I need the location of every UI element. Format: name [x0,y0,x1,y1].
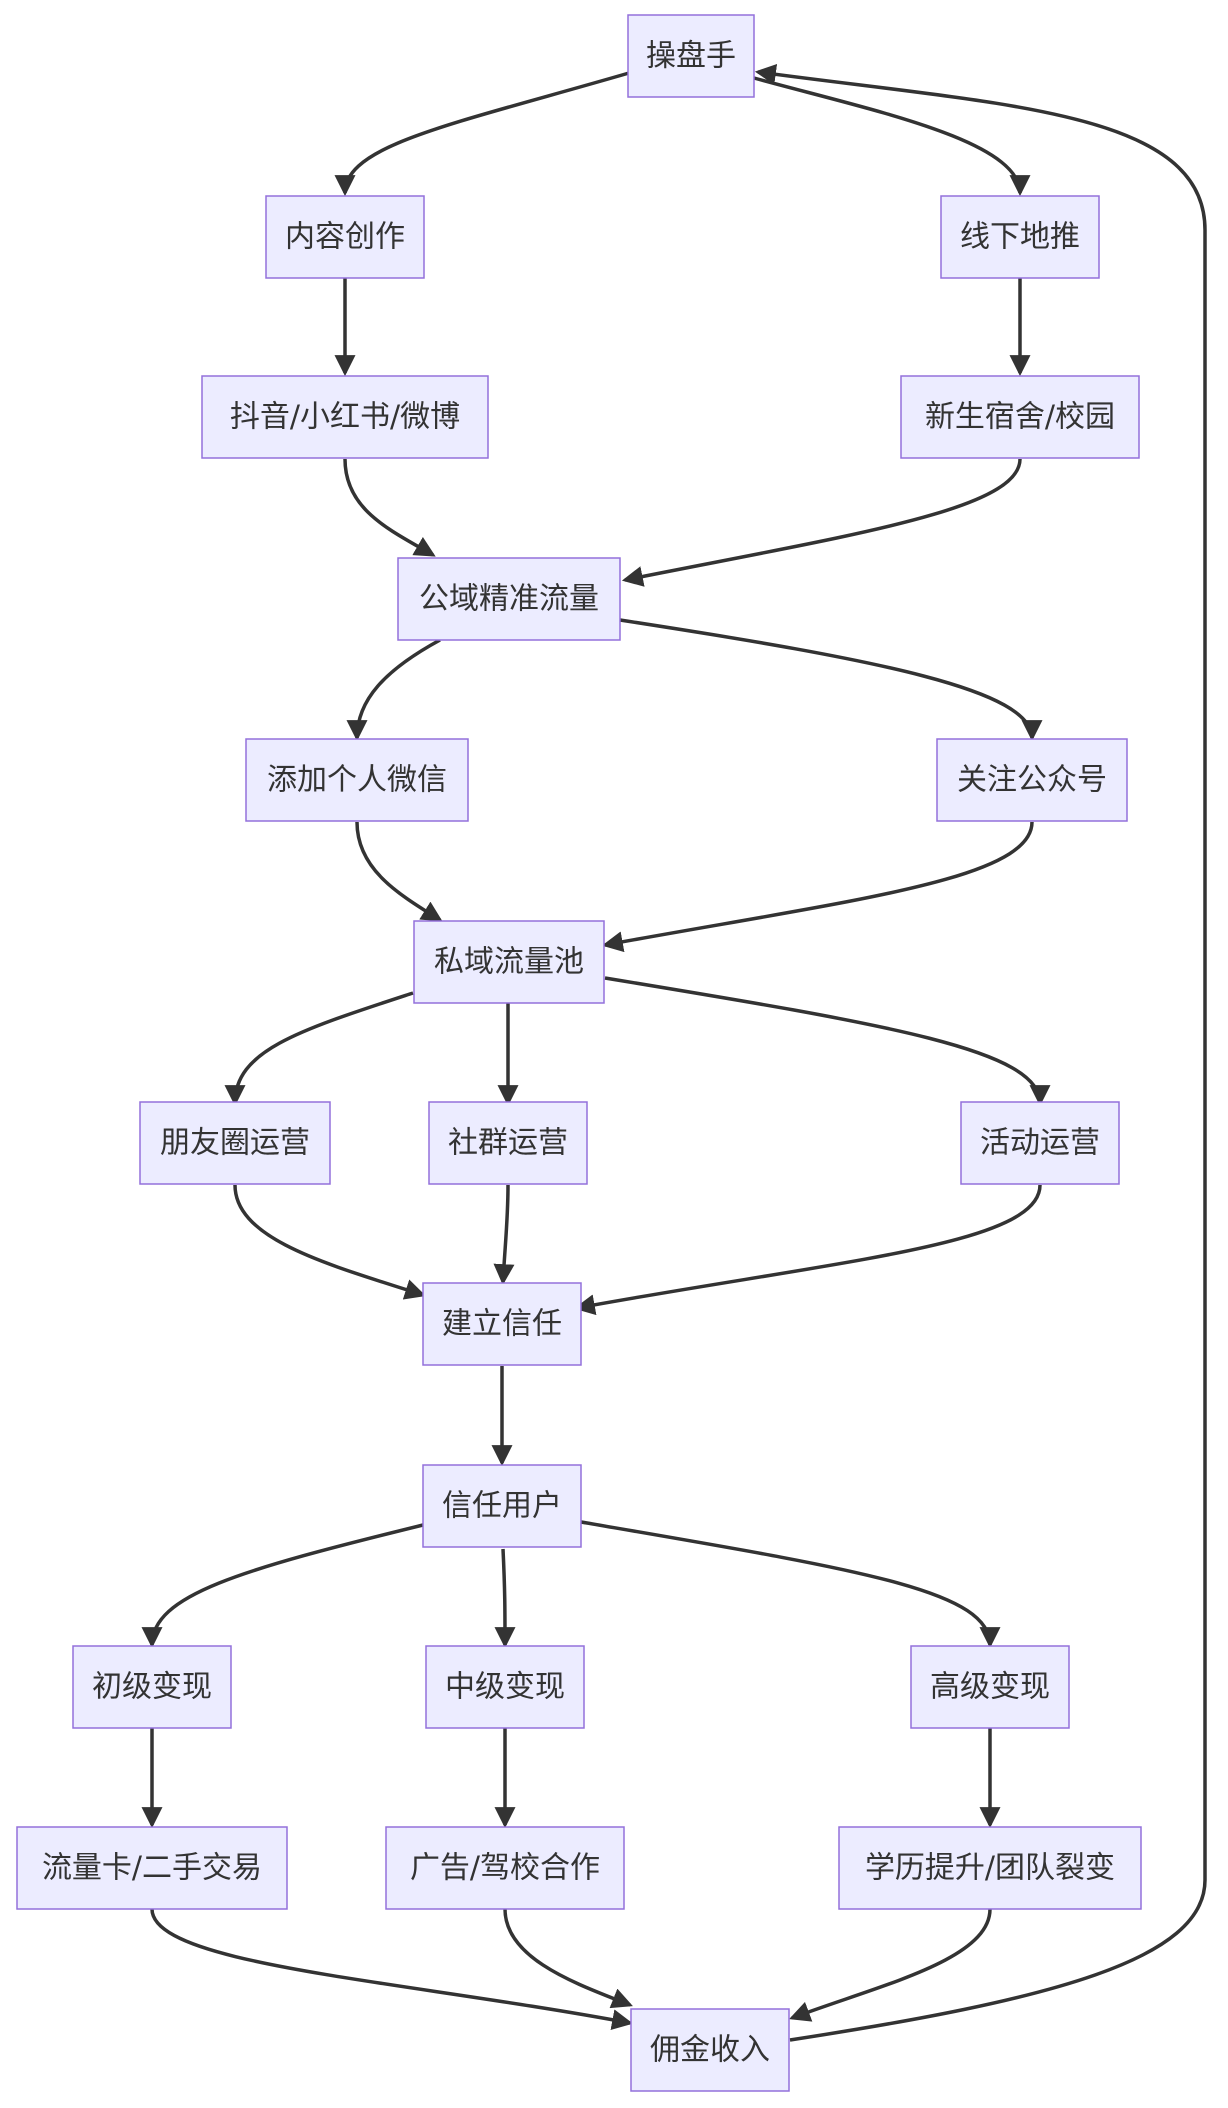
node-basic: 初级变现 [72,1645,232,1729]
node-mid_items: 广告/驾校合作 [385,1826,625,1910]
node-commission-label: 佣金收入 [650,2033,770,2068]
edge-private-moments [224,991,414,1107]
edge-adv_items-commission [789,1908,992,2022]
node-community-label: 社群运营 [448,1126,568,1161]
node-adv: 高级变现 [910,1645,1070,1729]
node-platforms: 抖音/小红书/微博 [201,375,489,459]
node-private-label: 私域流量池 [434,945,584,980]
node-campus: 新生宿舍/校园 [900,375,1140,459]
node-basic-label: 初级变现 [92,1670,212,1705]
node-trust: 建立信任 [422,1282,582,1366]
node-moments-label: 朋友圈运营 [160,1126,310,1161]
edge-operator-content [334,71,630,197]
node-wechat: 添加个人微信 [245,738,469,822]
node-wechat-label: 添加个人微信 [267,763,447,798]
node-public-label: 公域精准流量 [419,582,599,617]
edge-mid_items-commission [503,1908,633,2009]
node-offline: 线下地推 [940,195,1100,279]
node-private: 私域流量池 [413,920,605,1004]
edges [141,64,1207,2042]
node-mid-label: 中级变现 [445,1670,565,1705]
edge-trusted-mid [494,1548,516,1649]
node-trusted-label: 信任用户 [442,1489,562,1524]
node-operator-label: 操盘手 [646,39,736,74]
node-community: 社群运营 [428,1101,588,1185]
node-events-label: 活动运营 [980,1126,1100,1161]
nodes: 操盘手 内容创作 线下地推 抖音/小红书/微博 新生宿舍/校园 公域精准流量 添… [16,14,1142,2092]
node-follow: 关注公众号 [936,738,1128,822]
edge-follow-private [601,821,1034,953]
node-mid_items-label: 广告/驾校合作 [410,1851,600,1886]
node-adv-label: 高级变现 [930,1670,1050,1705]
node-operator: 操盘手 [627,14,755,98]
node-basic_items: 流量卡/二手交易 [16,1826,288,1910]
node-trust-label: 建立信任 [442,1307,562,1342]
node-mid: 中级变现 [425,1645,585,1729]
node-campus-label: 新生宿舍/校园 [925,400,1115,435]
node-content: 内容创作 [265,195,425,279]
edge-public-follow [619,618,1043,742]
node-moments: 朋友圈运营 [139,1101,331,1185]
edge-trusted-adv [580,1520,1001,1649]
node-offline-label: 线下地推 [960,220,1080,255]
node-events: 活动运营 [960,1101,1120,1185]
edge-platforms-public [343,458,436,557]
edge-trusted-basic [141,1523,424,1649]
node-commission: 佣金收入 [630,2008,790,2092]
edge-commission-operator [754,64,1207,2042]
node-public: 公域精准流量 [397,557,621,641]
edge-public-wechat [346,638,441,742]
edge-basic_items-commission [150,1908,634,2031]
node-adv_items-label: 学历提升/团队裂变 [865,1851,1115,1886]
node-adv_items: 学历提升/团队裂变 [838,1826,1142,1910]
node-basic_items-label: 流量卡/二手交易 [42,1851,262,1886]
edge-community-trust [493,1184,515,1286]
edge-wechat-private [355,821,443,922]
node-platforms-label: 抖音/小红书/微博 [230,400,460,435]
node-follow-label: 关注公众号 [957,763,1107,798]
edge-operator-offline [753,76,1031,197]
node-trusted: 信任用户 [422,1464,582,1548]
edge-campus-public [621,458,1022,587]
node-content-label: 内容创作 [285,220,405,255]
edge-events-trust [573,1184,1042,1316]
edge-moments-trust [233,1184,426,1300]
edge-private-events [604,976,1051,1107]
